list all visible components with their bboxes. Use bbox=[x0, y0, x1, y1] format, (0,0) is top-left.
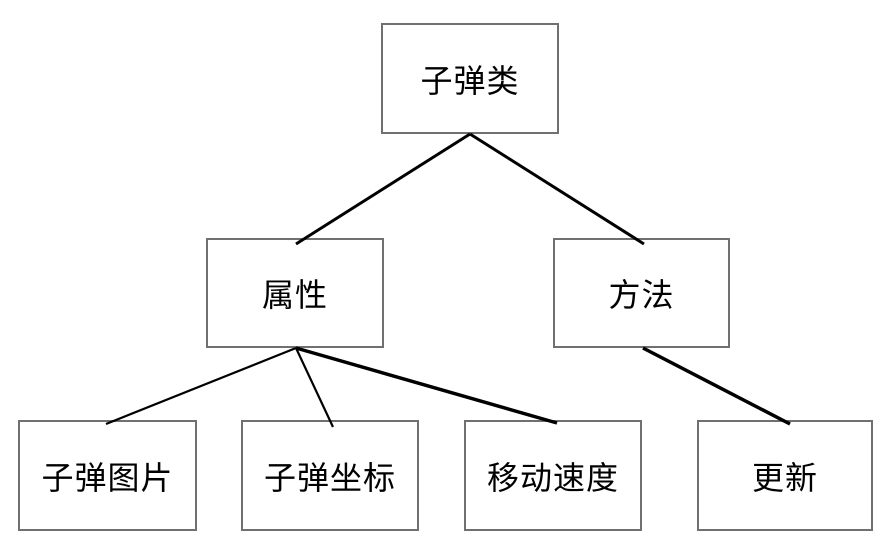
node-methods-label: 方法 bbox=[608, 277, 675, 313]
edge-attributes-speed bbox=[295, 346, 558, 425]
node-attributes-label: 属性 bbox=[261, 277, 328, 313]
edge-root-methods bbox=[469, 132, 645, 246]
edge-attributes-coords bbox=[295, 347, 334, 428]
node-bullet-class-label: 子弹类 bbox=[420, 62, 520, 99]
node-update: 更新 bbox=[697, 420, 873, 531]
node-bullet-class: 子弹类 bbox=[381, 23, 559, 134]
node-bullet-coords: 子弹坐标 bbox=[241, 420, 419, 531]
node-move-speed: 移动速度 bbox=[464, 420, 642, 531]
node-methods: 方法 bbox=[553, 238, 730, 348]
edge-methods-update bbox=[642, 346, 791, 426]
edge-root-attributes bbox=[295, 132, 471, 246]
node-update-label: 更新 bbox=[751, 459, 818, 496]
node-bullet-coords-label: 子弹坐标 bbox=[263, 459, 396, 496]
node-bullet-image-label: 子弹图片 bbox=[41, 459, 174, 496]
node-bullet-image: 子弹图片 bbox=[18, 420, 197, 531]
node-attributes: 属性 bbox=[206, 238, 384, 348]
node-move-speed-label: 移动速度 bbox=[486, 459, 619, 496]
edge-attributes-image bbox=[105, 346, 297, 426]
